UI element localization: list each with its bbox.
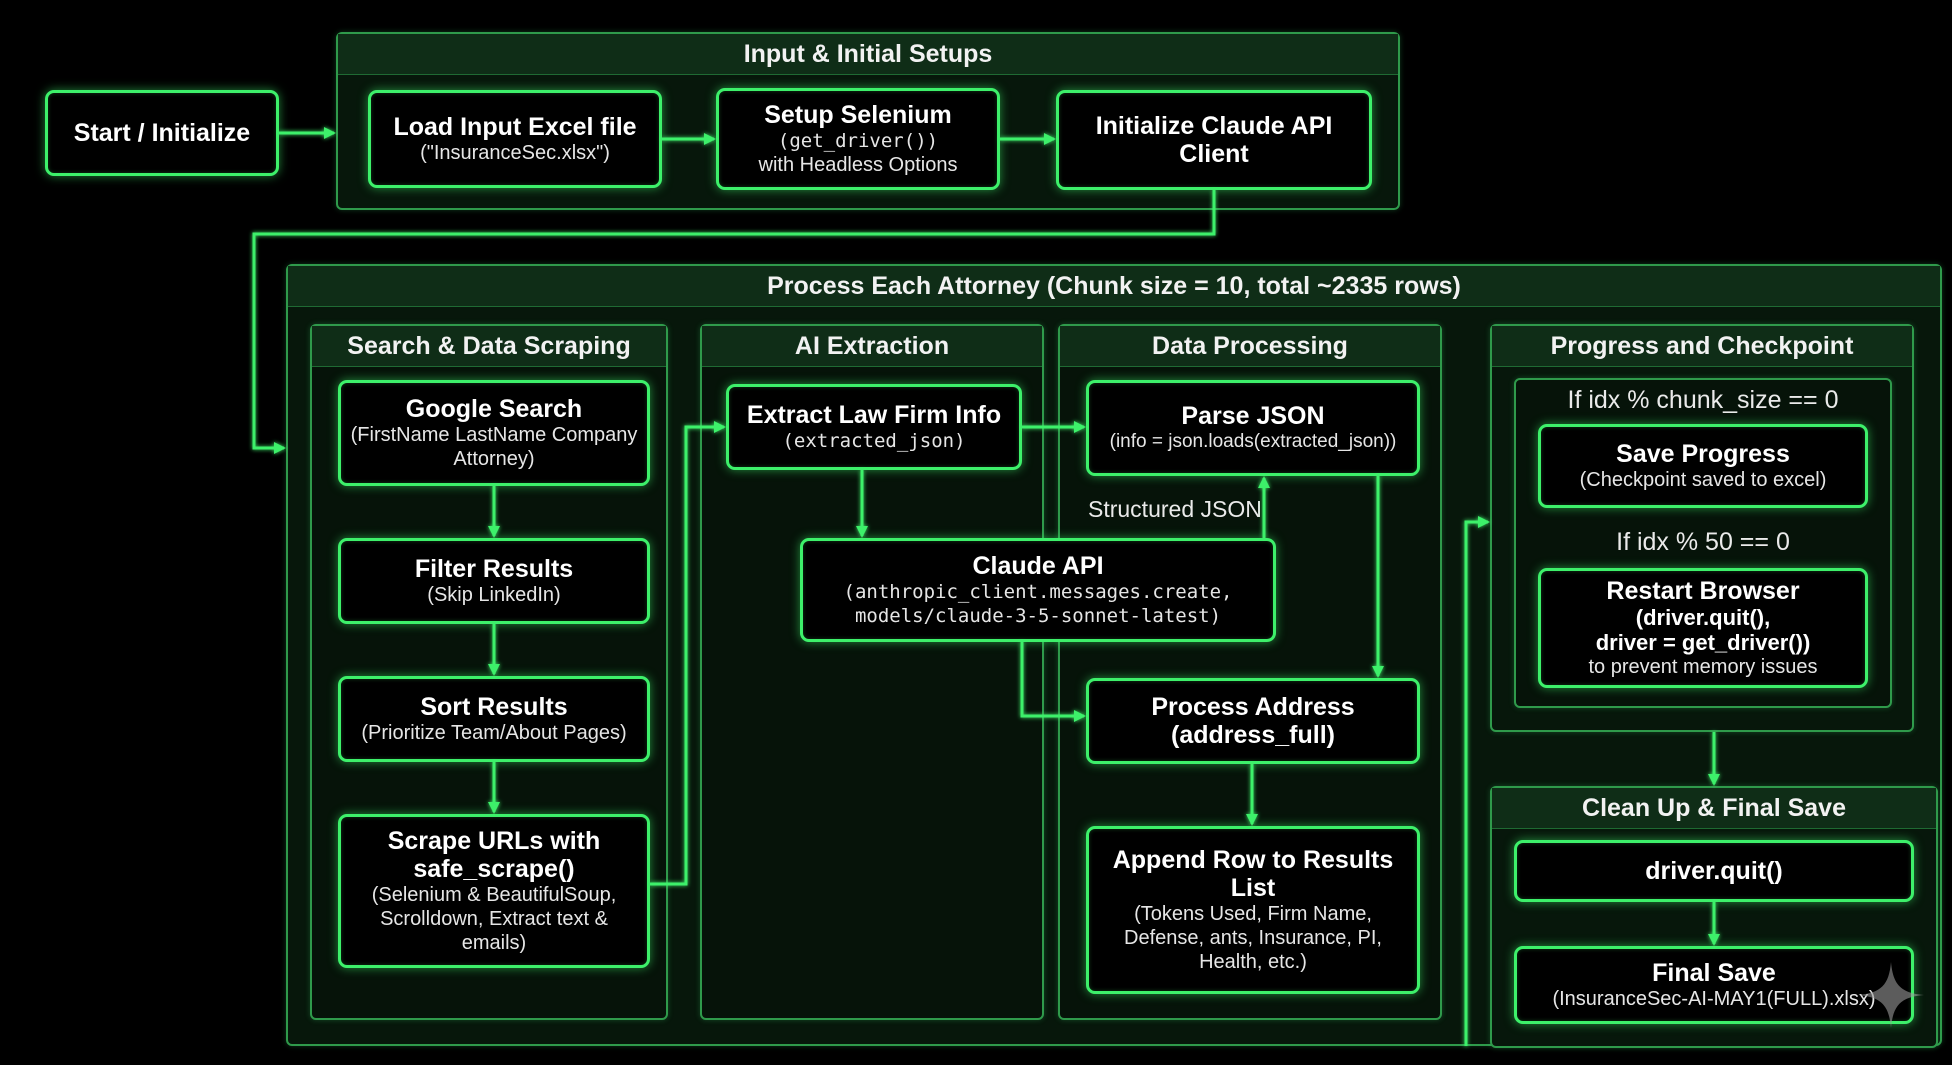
claude-api-title: Claude API [972,552,1104,580]
scrape-urls-detail: (Selenium & BeautifulSoup, Scrolldown, E… [371,884,617,954]
google-search-detail: (FirstName LastName Company Attorney) [350,424,638,470]
parse-json-title: Parse JSON [1181,402,1325,430]
claude-api-detail: (anthropic_client.messages.create, [843,581,1233,603]
init-claude-title: Initialize Claude API Client [1095,112,1333,168]
filter-results-detail: (Skip LinkedIn) [427,584,561,606]
sort-results-detail: (Prioritize Team/About Pages) [361,722,627,744]
sparkle-icon [1858,962,1924,1028]
process-address-title2: (address_full) [1171,721,1335,749]
setup-selenium-detail: (get_driver()) [777,130,939,152]
setup-selenium-detail2: with Headless Options [758,154,958,176]
save-progress-title: Save Progress [1616,440,1790,468]
start-node: Start / Initialize [45,90,279,176]
scrape-urls-title: Scrape URLs with safe_scrape() [387,827,601,883]
start-title: Start / Initialize [73,119,251,147]
init-claude-node: Initialize Claude API Client [1056,90,1372,190]
chunk-size-condition: If idx % chunk_size == 0 [1567,386,1839,414]
append-row-title: Append Row to Results List [1112,846,1394,902]
sort-results-node: Sort Results (Prioritize Team/About Page… [338,676,650,762]
append-row-detail: (Tokens Used, Firm Name, Defense, ants, … [1124,903,1382,973]
restart-browser-detail: to prevent memory issues [1588,656,1818,678]
filter-results-title: Filter Results [414,555,574,583]
filter-results-node: Filter Results (Skip LinkedIn) [338,538,650,624]
append-row-node: Append Row to Results List (Tokens Used,… [1086,826,1420,994]
idx-50-condition: If idx % 50 == 0 [1616,528,1790,556]
extract-law-firm-title: Extract Law Firm Info [746,401,1002,429]
process-address-title: Process Address [1151,693,1355,721]
input-setup-header: Input & Initial Setups [338,34,1398,75]
load-excel-title: Load Input Excel file [393,113,637,141]
restart-browser-title2: (driver.quit(), [1635,605,1771,630]
google-search-title: Google Search [405,395,583,423]
process-attorney-header: Process Each Attorney (Chunk size = 10, … [288,266,1940,307]
cleanup-header: Clean Up & Final Save [1492,788,1936,829]
restart-browser-node: Restart Browser (driver.quit(), driver =… [1538,568,1868,688]
process-address-node: Process Address (address_full) [1086,678,1420,764]
setup-selenium-title: Setup Selenium [764,101,952,129]
driver-quit-node: driver.quit() [1514,840,1914,902]
claude-api-detail2: models/claude-3-5-sonnet-latest) [854,605,1222,627]
scrape-urls-node: Scrape URLs with safe_scrape() (Selenium… [338,814,650,968]
final-save-node: Final Save (InsuranceSec-AI-MAY1(FULL).x… [1514,946,1914,1024]
final-save-title: Final Save [1652,959,1776,987]
extract-law-firm-node: Extract Law Firm Info (extracted_json) [726,384,1022,470]
restart-browser-title3: driver = get_driver()) [1595,630,1811,655]
search-scraping-header: Search & Data Scraping [312,326,666,367]
save-progress-node: Save Progress (Checkpoint saved to excel… [1538,424,1868,508]
load-excel-detail: ("InsuranceSec.xlsx") [420,142,610,164]
parse-json-detail: (info = json.loads(extracted_json)) [1109,431,1397,452]
sort-results-title: Sort Results [420,693,568,721]
claude-api-node: Claude API (anthropic_client.messages.cr… [800,538,1276,642]
parse-json-node: Parse JSON (info = json.loads(extracted_… [1086,380,1420,476]
final-save-detail: (InsuranceSec-AI-MAY1(FULL).xlsx) [1552,988,1876,1010]
ai-extraction-header: AI Extraction [702,326,1042,367]
save-progress-detail: (Checkpoint saved to excel) [1579,469,1827,491]
extract-law-firm-detail: (extracted_json) [782,430,966,452]
google-search-node: Google Search (FirstName LastName Compan… [338,380,650,486]
load-excel-node: Load Input Excel file ("InsuranceSec.xls… [368,90,662,188]
structured-json-label: Structured JSON [1088,496,1262,522]
driver-quit-title: driver.quit() [1645,857,1783,885]
data-processing-header: Data Processing [1060,326,1440,367]
setup-selenium-node: Setup Selenium (get_driver()) with Headl… [716,88,1000,190]
restart-browser-title: Restart Browser [1606,577,1800,605]
progress-checkpoint-header: Progress and Checkpoint [1492,326,1912,367]
